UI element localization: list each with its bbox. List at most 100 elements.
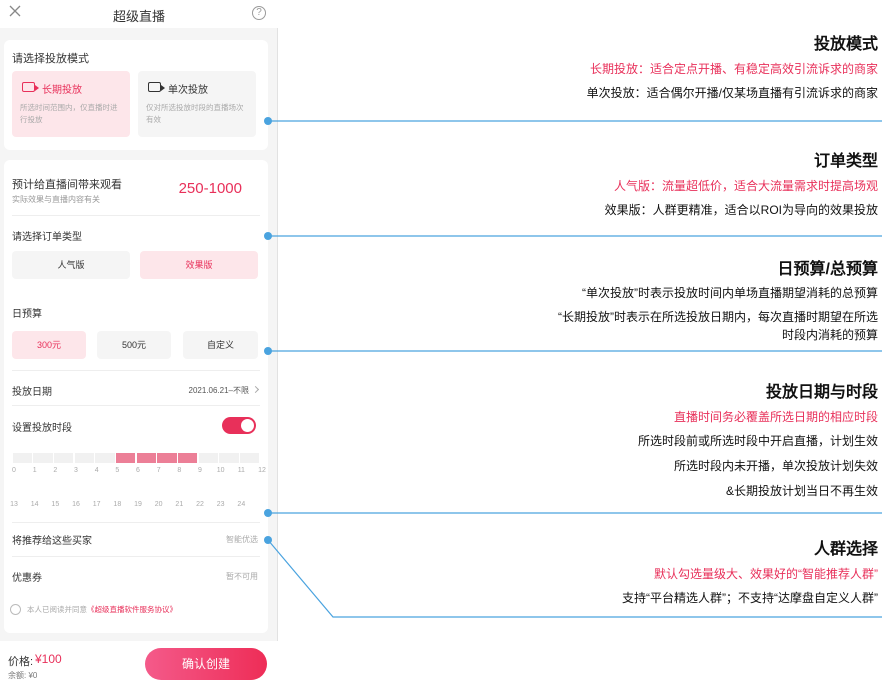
mode-option-long-term[interactable]: 长期投放 所选时间范围内，仅直播时进行投放 [12,71,130,137]
estimate-range: 250-1000 [178,180,242,197]
toggle-knob [241,419,254,432]
hour-tick: 16 [72,501,80,508]
hour-tick: 2 [53,467,58,474]
annotation-black-line: 单次投放：适合偶尔开播/仅某场直播有引流诉求的商家 [586,86,878,100]
date-value: 2021.06.21–不限 [188,386,250,395]
time-slot-bar[interactable] [12,453,260,463]
connector-dot-time [264,509,272,517]
hour-tick: 15 [51,501,60,508]
hour-tick: 1 [32,467,37,474]
time-slot[interactable] [115,453,136,463]
mode-option-desc: 仅对所选投放时段的直播场次有效 [146,103,244,124]
hour-tick: 0 [12,467,16,474]
audience-value: 智能优选 [226,535,258,544]
time-slot[interactable] [198,453,219,463]
agreement-checkbox[interactable] [10,604,21,615]
hour-tick: 4 [94,467,99,474]
time-slot[interactable] [74,453,95,463]
help-icon[interactable]: ? [252,6,266,20]
mode-section-label: 请选择投放模式 [12,53,89,65]
hour-tick: 7 [156,467,161,474]
confirm-create-button[interactable]: 确认创建 [145,648,267,680]
audience-label: 将推荐给这些买家 [12,536,92,547]
annotation-black-line: 所选时段前或所选时段中开启直播，计划生效 [637,434,878,448]
connector-dot-mode [264,117,272,125]
annotation-title: 人群选择 [813,541,878,558]
annotation-black-line: &长期投放计划当日不再生效 [725,484,878,498]
mode-option-name: 长期投放 [42,85,82,96]
mode-card: 请选择投放模式 长期投放 所选时间范围内，仅直播时进行投放 单次投放 仅对所选投… [4,40,268,150]
annotation-black-line: “长期投放”时表示在所选投放日期内，每次直播时期望在所选 [558,310,878,324]
hour-tick: 11 [237,467,245,474]
bottom-bar: 价格: ¥100 余额: ¥0 确认创建 [0,641,278,683]
price-label: 价格: [8,656,34,668]
annotation-red-line: 人气版：流量超低价，适合大流量需求时提高场观 [613,179,878,193]
time-slot[interactable] [157,453,177,463]
agreement-link[interactable]: 《超级直播软件服务协议》 [87,605,177,614]
hour-tick: 14 [30,501,39,508]
time-slot[interactable] [53,453,74,463]
hour-tick: 21 [175,501,184,508]
coupon-value: 暂不可用 [226,572,258,581]
video-icon [148,82,165,92]
time-slot[interactable] [33,453,53,463]
mode-option-single[interactable]: 单次投放 仅对所选投放时段的直播场次有效 [138,71,256,137]
order-type-popularity[interactable]: 人气版 [12,251,130,279]
date-value-wrap: 2021.06.21–不限 [188,385,260,396]
divider [12,215,260,216]
hour-tick: 23 [216,501,225,508]
order-type-effect[interactable]: 效果版 [140,251,258,279]
divider [12,370,260,371]
date-label: 投放日期 [12,387,52,398]
annotation-black-line: 所选时段内未开播，单次投放计划失效 [673,459,878,473]
divider [12,556,260,557]
time-slot[interactable] [12,453,33,463]
hour-tick: 18 [113,501,122,508]
time-slot[interactable] [219,453,239,463]
budget-option-500[interactable]: 500元 [97,331,171,359]
estimate-sub: 实际效果与直播内容有关 [12,195,100,204]
hour-tick: 9 [198,467,202,474]
annotation-red-line: 默认勾选量级大、效果好的“智能推荐人群” [654,567,878,581]
divider [12,405,260,406]
hour-tick: 6 [136,467,140,474]
video-icon [22,82,39,92]
budget-option-300[interactable]: 300元 [12,331,86,359]
budget-label: 日预算 [12,309,42,320]
mode-option-desc: 所选时间范围内，仅直播时进行投放 [20,103,118,124]
time-slot[interactable] [239,453,260,463]
time-slot[interactable] [136,453,157,463]
phone-panel: 超级直播 ? 请选择投放模式 长期投放 所选时间范围内，仅直播时进行投放 单次投… [0,0,278,683]
connector-dot-audience [264,536,272,544]
agreement-text: 本人已阅读并同意《超级直播软件服务协议》 [27,604,177,615]
mode-option-name: 单次投放 [168,85,208,96]
connector-dot-order [264,232,272,240]
divider [12,522,260,523]
hour-tick: 5 [115,467,120,474]
annotation-title: 投放模式 [813,36,878,53]
close-icon[interactable] [8,4,22,18]
annotation-red-line: 直播时间务必覆盖所选日期的相应时段 [673,410,878,424]
hour-tick: 13 [10,501,18,508]
page-title: 超级直播 [112,9,165,24]
time-slot[interactable] [177,453,198,463]
annotation-black-line: 时段内消耗的预算 [781,328,878,342]
hour-tick: 12 [258,467,266,474]
top-bar: 超级直播 ? [0,0,278,28]
connector-dot-budget [264,347,272,355]
order-type-label: 请选择订单类型 [12,232,82,243]
annotation-black-line: “单次投放”时表示投放时间内单场直播期望消耗的总预算 [582,286,878,300]
time-period-toggle[interactable] [222,417,256,434]
settings-card: 预计给直播间带来观看 实际效果与直播内容有关 250-1000 请选择订单类型 … [4,160,268,633]
agreement-prefix: 本人已阅读并同意 [27,605,87,614]
budget-option-custom[interactable]: 自定义 [183,331,258,359]
annotation-title: 订单类型 [813,153,878,170]
annotation-title: 投放日期与时段 [765,384,878,401]
hour-tick: 20 [154,501,163,508]
hour-tick: 3 [74,467,78,474]
connector-line-audience [267,539,882,618]
annotation-title: 日预算/总预算 [777,261,878,278]
time-slot[interactable] [95,453,115,463]
